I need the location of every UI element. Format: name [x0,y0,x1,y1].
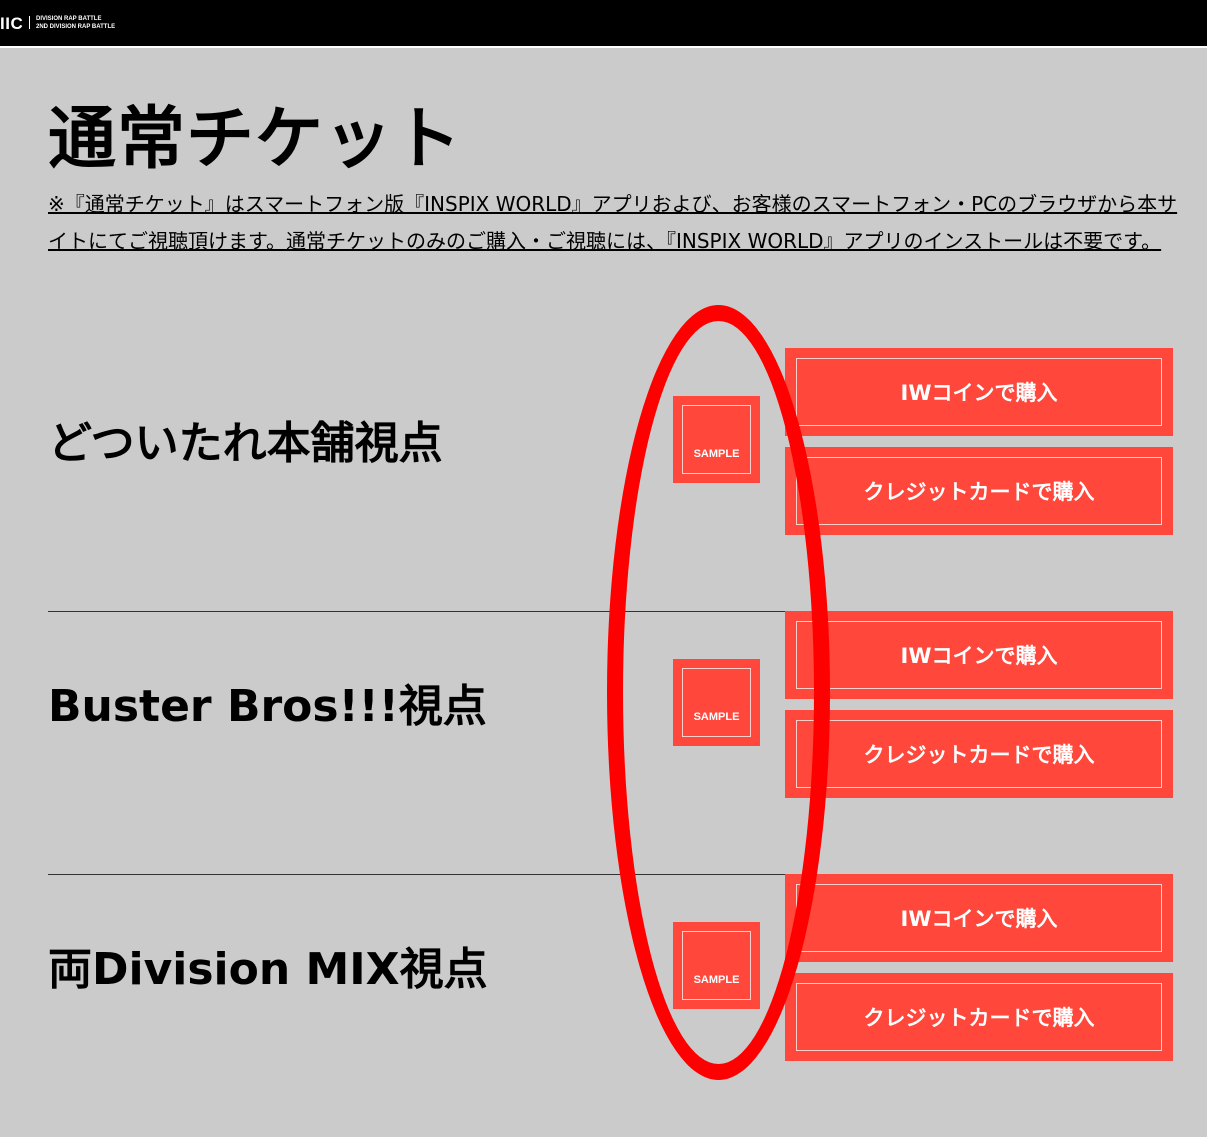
sample-button[interactable]: SAMPLE [673,396,760,483]
buy-with-credit-card-button[interactable]: クレジットカードで購入 [785,447,1173,535]
ticket-section-dotsuitare: どついたれ本舗視点 SAMPLE IWコインで購入 クレジットカードで購入 [48,348,1173,612]
ticket-section-buster-bros: Buster Bros!!!視点 SAMPLE IWコインで購入 クレジットカー… [48,611,1173,875]
section-title: どついたれ本舗視点 [48,418,443,469]
button-frame [796,983,1162,1051]
page-title: 通常チケット [48,100,463,179]
logo-subtitle: DIVISION RAP BATTLE 2ND DIVISION RAP BAT… [36,15,115,31]
button-label: クレジットカードで購入 [863,1006,1095,1030]
ticket-section-mix: 両Division MIX視点 SAMPLE IWコインで購入 クレジットカード… [48,874,1173,1137]
buy-with-iw-coin-button[interactable]: IWコインで購入 [785,611,1173,699]
buy-with-iw-coin-button[interactable]: IWコインで購入 [785,874,1173,962]
button-label: IWコインで購入 [900,644,1058,668]
sample-frame [682,405,751,474]
button-frame [796,621,1162,689]
button-label: IWコインで購入 [900,907,1058,931]
sample-label: SAMPLE [693,448,740,460]
button-label: クレジットカードで購入 [863,480,1095,504]
sample-frame [682,931,751,1000]
section-title: Buster Bros!!!視点 [48,681,487,732]
button-frame [796,884,1162,952]
sample-button[interactable]: SAMPLE [673,659,760,746]
buy-with-credit-card-button[interactable]: クレジットカードで購入 [785,710,1173,798]
buy-with-credit-card-button[interactable]: クレジットカードで購入 [785,973,1173,1061]
top-bar: IIC DIVISION RAP BATTLE 2ND DIVISION RAP… [0,0,1207,48]
ticket-notice: ※『通常チケット』はスマートフォン版『INSPIX WORLD』アプリおよび、お… [48,192,1178,253]
section-title: 両Division MIX視点 [48,944,488,995]
sample-label: SAMPLE [693,711,740,723]
button-label: クレジットカードで購入 [863,743,1095,767]
sample-button[interactable]: SAMPLE [673,922,760,1009]
button-frame [796,457,1162,525]
button-frame [796,358,1162,426]
site-logo[interactable]: IIC [0,14,24,33]
buy-with-iw-coin-button[interactable]: IWコインで購入 [785,348,1173,436]
logo-subtitle-line2: 2ND DIVISION RAP BATTLE [36,24,116,30]
logo-subtitle-line1: DIVISION RAP BATTLE [36,16,102,22]
button-label: IWコインで購入 [900,381,1058,405]
button-frame [796,720,1162,788]
sample-label: SAMPLE [693,974,740,986]
logo-divider [29,16,30,29]
sample-frame [682,668,751,737]
